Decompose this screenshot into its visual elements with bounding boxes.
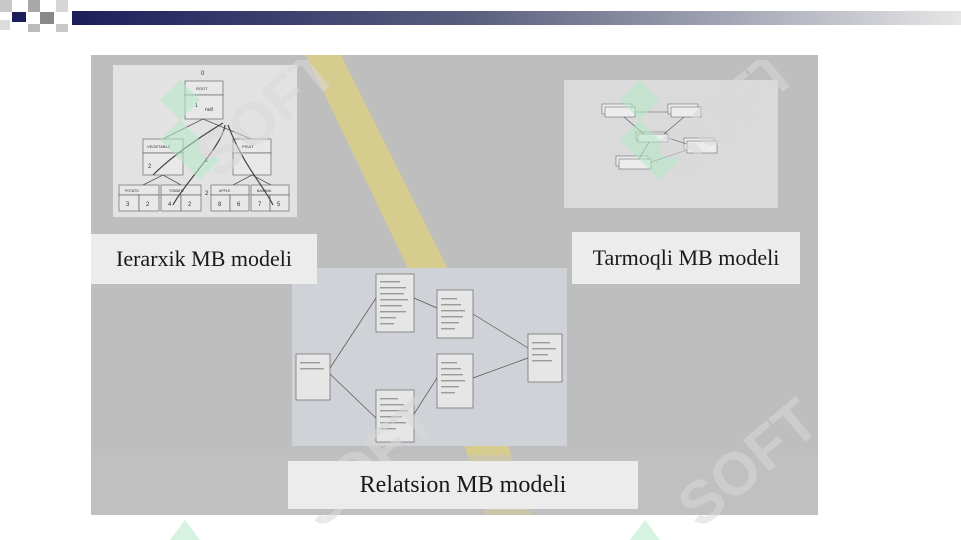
null-label: null (205, 107, 213, 113)
mid-number: 1 (195, 103, 198, 109)
caption-hierarchical-model: Ierarxik MB modeli (91, 234, 317, 284)
leaf-value-8: 5 (277, 202, 281, 208)
caption-network-model: Tarmoqli MB modeli (572, 232, 800, 284)
hierarchy-diagram-panel: 0 ROOT 1 null VEGETABLE 2 FRUIT 1 2 POTA… (113, 65, 297, 217)
leaf-value-2: 2 (146, 202, 150, 208)
leaf-value-6: 6 (237, 202, 241, 208)
watermark-logo-5 (160, 510, 220, 540)
left-node: VEGETABLE (147, 144, 171, 149)
right-node: FRUIT (242, 144, 254, 149)
leaf-value-1: 3 (126, 202, 130, 208)
top-decor-bar (0, 0, 961, 32)
watermark-logo-4: SOFT (680, 380, 920, 540)
soft-logo-icon (170, 520, 200, 540)
root-node: ROOT (196, 86, 208, 91)
leaf-node-3: APPLE (219, 189, 231, 193)
svg-text:SOFT: SOFT (680, 386, 831, 540)
leaf-node-1: POTATO (125, 189, 139, 193)
left-level-number: 2 (148, 164, 152, 170)
level-number-2: 2 (205, 191, 209, 197)
leaf-value-5: 8 (218, 202, 222, 208)
leaf-value-3: 4 (168, 202, 172, 208)
watermark-logo-6 (620, 510, 680, 540)
soft-logo-icon (630, 520, 660, 540)
watermark-logo-1: SOFT (140, 60, 380, 220)
root-number: 0 (201, 71, 205, 77)
soft-logo-icon: SOFT (680, 386, 831, 540)
soft-logo-icon: SOFT (160, 60, 349, 190)
network-diagram-panel (564, 80, 778, 208)
watermark-logo-2: SOFT (600, 60, 840, 220)
soft-logo-icon: SOFT (300, 386, 451, 540)
watermark-logo-3: SOFT (300, 380, 540, 540)
soft-logo-icon: SOFT (620, 60, 809, 190)
slide-image: 0 ROOT 1 null VEGETABLE 2 FRUIT 1 2 POTA… (91, 55, 818, 515)
caption-relational-model: Relatsion MB modeli (288, 461, 638, 509)
leaf-node-2: TOMATO (169, 189, 184, 193)
leaf-value-4: 2 (188, 202, 192, 208)
relational-diagram-panel (292, 268, 567, 446)
leaf-value-7: 7 (258, 202, 262, 208)
relational-diagram (295, 273, 563, 443)
